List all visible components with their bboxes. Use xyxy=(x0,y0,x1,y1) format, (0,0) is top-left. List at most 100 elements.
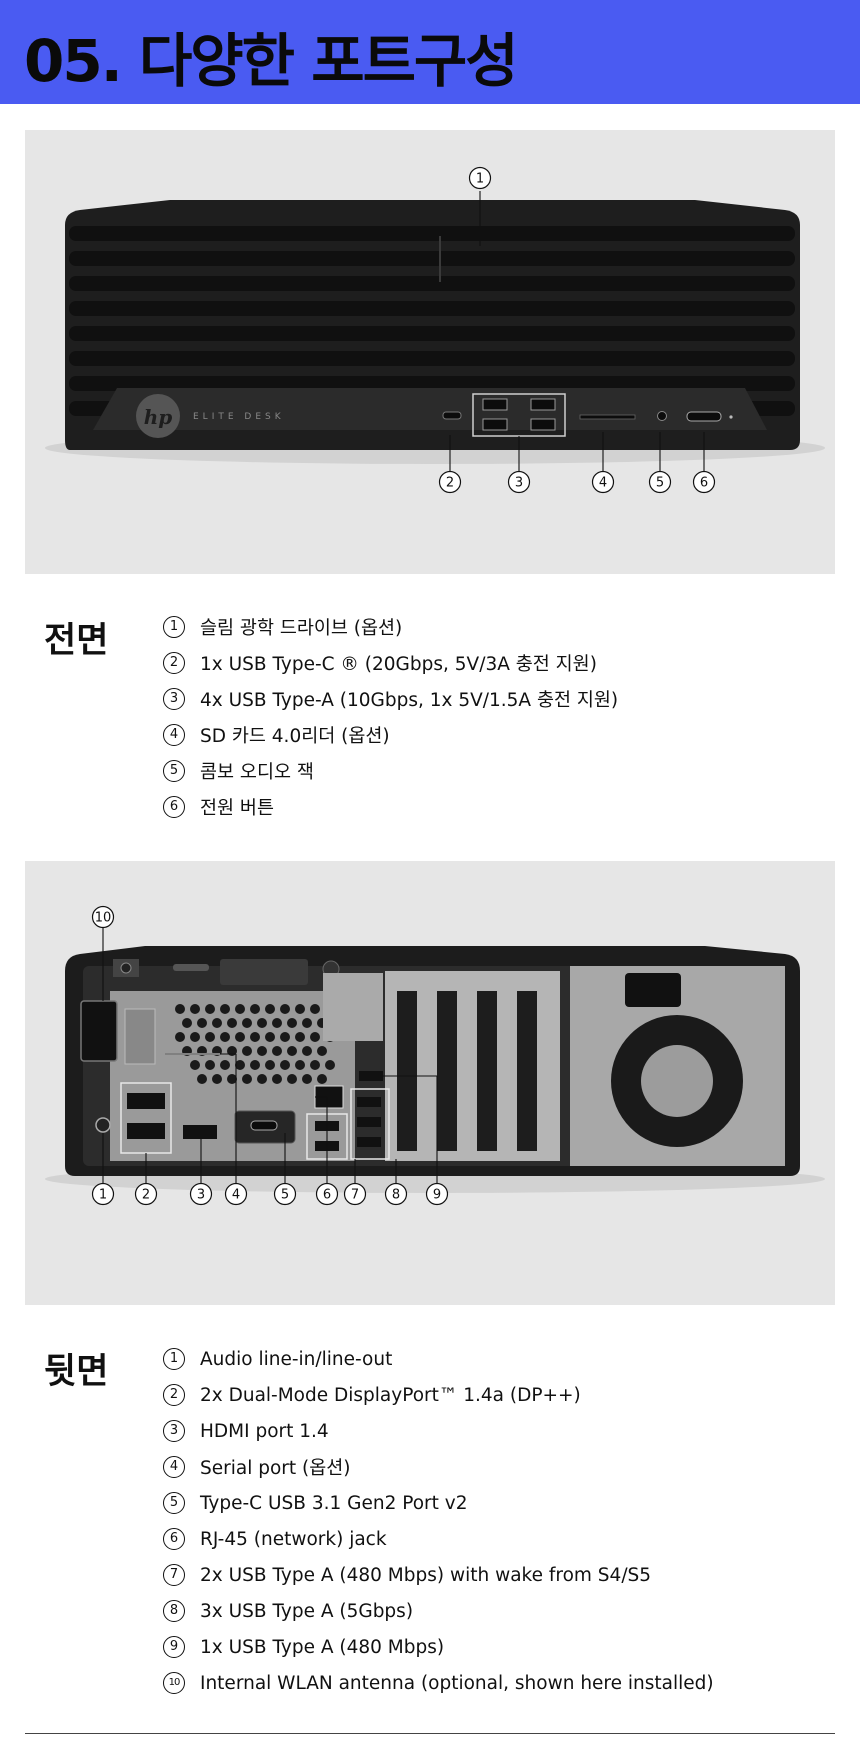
svg-text:3: 3 xyxy=(197,1188,205,1203)
audio-port xyxy=(95,1117,111,1133)
svg-text:2: 2 xyxy=(446,476,454,491)
front-callout-6: 6 xyxy=(692,470,716,494)
rear-callout-8: 8 xyxy=(384,1182,408,1206)
rear-spec-item: 10 Internal WLAN antenna (optional, shown… xyxy=(163,1665,714,1701)
rear-callout-1: 1 xyxy=(91,1182,115,1206)
spec-number-badge: 2 xyxy=(163,1384,185,1406)
serial-port xyxy=(124,1008,156,1065)
rear-section-label: 뒷면 xyxy=(44,1352,109,1392)
displayport-1 xyxy=(127,1093,165,1109)
spec-number-badge: 2 xyxy=(163,652,185,674)
rear-callout-7: 7 xyxy=(343,1182,367,1206)
front-view-drawing: hp ELITE DESK 1 2 3 4 xyxy=(45,166,825,494)
front-callout-4: 4 xyxy=(591,470,615,494)
spec-number-badge: 10 xyxy=(163,1672,185,1694)
rear-callout-3: 3 xyxy=(189,1182,213,1206)
spec-number-badge: 4 xyxy=(163,724,185,746)
front-callout-2: 2 xyxy=(438,470,462,494)
svg-text:4: 4 xyxy=(599,476,607,491)
spec-text: 전원 버튼 xyxy=(200,798,274,819)
front-callout-1: 1 xyxy=(468,166,492,190)
spec-text: RJ-45 (network) jack xyxy=(200,1528,387,1550)
spec-text: 콤보 오디오 잭 xyxy=(200,762,314,783)
usb-c-rear-port xyxy=(250,1120,278,1131)
front-callout-lines xyxy=(449,191,705,471)
rear-spec-item: 9 1x USB Type A (480 Mbps) xyxy=(163,1629,714,1665)
front-spec-item: 6 전원 버튼 xyxy=(163,789,618,825)
hdmi-port xyxy=(183,1125,217,1139)
usb-a-5g-1 xyxy=(357,1097,381,1107)
spec-text: Type-C USB 3.1 Gen2 Port v2 xyxy=(200,1492,468,1514)
expansion-bracket xyxy=(323,973,383,1041)
spec-text: 2x USB Type A (480 Mbps) with wake from … xyxy=(200,1564,652,1586)
power-button xyxy=(686,411,722,422)
front-callout-3: 3 xyxy=(507,470,531,494)
displayport-2 xyxy=(127,1123,165,1139)
front-spec-item: 5 콤보 오디오 잭 xyxy=(163,753,618,789)
section-header-bar: 05. 다양한 포트구성 xyxy=(0,0,860,104)
usb-c-port xyxy=(442,411,462,420)
spec-number-badge: 5 xyxy=(163,760,185,782)
usb-a-480 xyxy=(359,1071,383,1081)
section-title: 05. 다양한 포트구성 xyxy=(24,27,519,95)
spec-number-badge: 7 xyxy=(163,1564,185,1586)
svg-text:9: 9 xyxy=(433,1188,441,1203)
svg-text:5: 5 xyxy=(656,476,664,491)
rear-spec-item: 7 2x USB Type A (480 Mbps) with wake from… xyxy=(163,1557,714,1593)
svg-text:6: 6 xyxy=(700,476,708,491)
spec-text: SD 카드 4.0리더 (옵션) xyxy=(200,726,390,747)
spec-number-badge: 6 xyxy=(163,796,185,818)
rear-callout-10: 10 xyxy=(91,905,115,929)
rear-callout-6: 6 xyxy=(315,1182,339,1206)
rear-callout-4: 4 xyxy=(224,1182,248,1206)
svg-text:3: 3 xyxy=(515,476,523,491)
svg-text:6: 6 xyxy=(323,1188,331,1203)
spec-number-badge: 4 xyxy=(163,1456,185,1478)
rear-view-drawing: 10 1 2 3 4 5 6 7 8 9 xyxy=(45,905,825,1206)
audio-jack xyxy=(657,411,667,421)
spec-text: HDMI port 1.4 xyxy=(200,1420,329,1442)
rear-spec-item: 4 Serial port (옵션) xyxy=(163,1449,714,1485)
svg-text:10: 10 xyxy=(95,911,112,926)
spec-text: Internal WLAN antenna (optional, shown h… xyxy=(200,1672,714,1694)
front-section-label: 전면 xyxy=(44,621,109,661)
hp-logo-text: hp xyxy=(144,405,173,429)
usb-a-5g-2 xyxy=(357,1117,381,1127)
front-spec-item: 4 SD 카드 4.0리더 (옵션) xyxy=(163,717,618,753)
hp-logo xyxy=(136,394,180,438)
spec-text: Audio line-in/line-out xyxy=(200,1348,393,1370)
spec-number-badge: 6 xyxy=(163,1528,185,1550)
svg-text:1: 1 xyxy=(99,1188,107,1203)
power-inlet xyxy=(625,973,681,1007)
spec-number-badge: 1 xyxy=(163,616,185,638)
svg-text:4: 4 xyxy=(232,1188,240,1203)
spec-text: 2x Dual-Mode DisplayPort™ 1.4a (DP++) xyxy=(200,1384,581,1406)
sd-card-slot xyxy=(579,414,636,420)
svg-text:5: 5 xyxy=(281,1188,289,1203)
rear-callout-lines xyxy=(102,928,438,1183)
rear-view-image: 10 1 2 3 4 5 6 7 8 9 xyxy=(25,861,835,1305)
svg-text:8: 8 xyxy=(392,1188,400,1203)
svg-text:1: 1 xyxy=(476,172,484,187)
spec-number-badge: 9 xyxy=(163,1636,185,1658)
front-io-panel xyxy=(93,388,767,430)
spec-text: Serial port (옵션) xyxy=(200,1458,351,1479)
svg-text:7: 7 xyxy=(351,1188,359,1203)
usb-a-ports xyxy=(482,398,556,431)
front-callout-5: 5 xyxy=(648,470,672,494)
spec-text: 1x USB Type A (480 Mbps) xyxy=(200,1636,445,1658)
spec-text: 4x USB Type-A (10Gbps, 1x 5V/1.5A 충전 지원) xyxy=(200,690,619,711)
svg-text:2: 2 xyxy=(142,1188,150,1203)
rear-spec-item: 6 RJ-45 (network) jack xyxy=(163,1521,714,1557)
rear-spec-item: 2 2x Dual-Mode DisplayPort™ 1.4a (DP++) xyxy=(163,1377,714,1413)
wlan-antenna xyxy=(80,1000,118,1062)
bottom-divider xyxy=(25,1733,835,1734)
spec-text: 3x USB Type A (5Gbps) xyxy=(200,1600,414,1622)
